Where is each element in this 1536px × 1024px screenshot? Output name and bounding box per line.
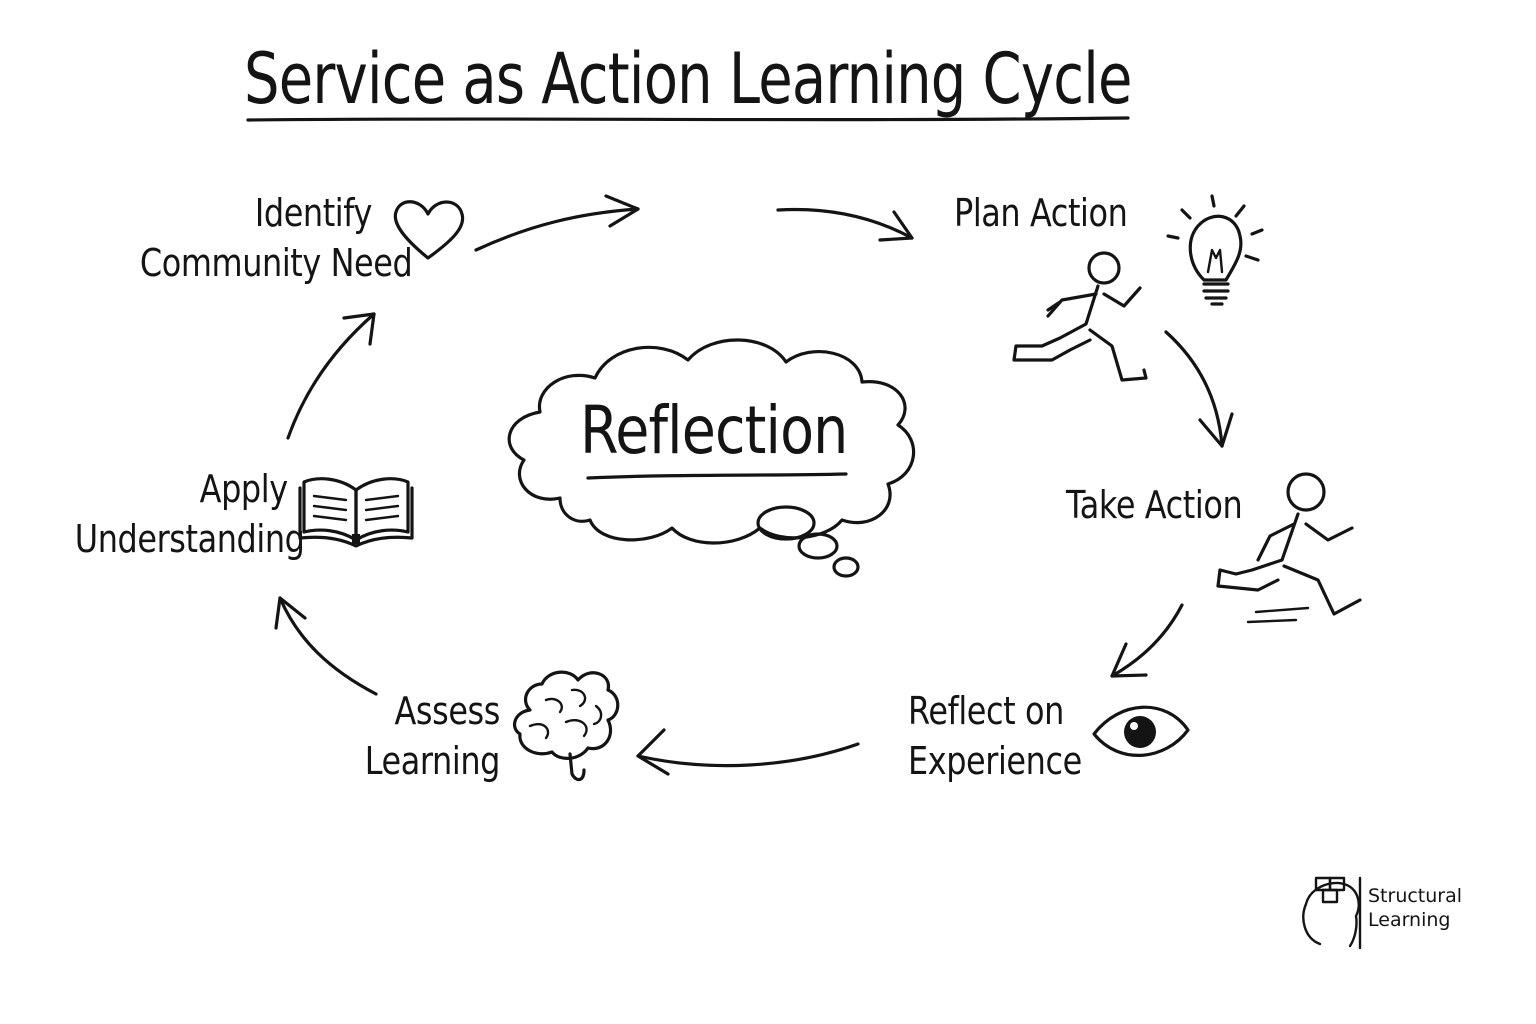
cycle-arrow-1 bbox=[474, 194, 640, 252]
stage-reflect-on-experience: Reflect on Experience bbox=[908, 686, 1082, 786]
title-underline bbox=[246, 116, 1130, 122]
stage-line: Experience bbox=[908, 739, 1082, 783]
running-person-icon bbox=[1216, 472, 1362, 624]
heart-icon bbox=[393, 200, 465, 260]
cycle-arrow-7 bbox=[286, 312, 376, 440]
stage-take-action: Take Action bbox=[1066, 480, 1243, 530]
cycle-arrow-2 bbox=[776, 207, 914, 242]
head-puzzle-logo-icon bbox=[1302, 876, 1362, 950]
lightbulb-icon bbox=[1166, 194, 1264, 306]
diagram-title: Service as Action Learning Cycle bbox=[244, 38, 1132, 120]
stage-identify-community-need: Identify Community Need bbox=[139, 188, 413, 288]
stage-apply-understanding: Apply Understanding bbox=[74, 464, 304, 564]
stage-line: Apply bbox=[199, 467, 288, 511]
brain-icon bbox=[512, 670, 620, 782]
stage-line: Take Action bbox=[1066, 483, 1243, 527]
center-label-reflection: Reflection bbox=[580, 392, 848, 469]
stage-line: Assess bbox=[394, 689, 501, 733]
open-book-icon bbox=[298, 477, 414, 548]
stage-line: Understanding bbox=[74, 517, 304, 561]
stage-plan-action: Plan Action bbox=[954, 188, 1128, 238]
running-person-icon-plan bbox=[1012, 251, 1148, 382]
cycle-arrow-3 bbox=[1164, 330, 1234, 448]
stage-line: Community Need bbox=[139, 241, 413, 285]
stage-assess-learning: Assess Learning bbox=[364, 686, 501, 786]
stage-line: Identify bbox=[254, 191, 373, 235]
brand-line: Learning bbox=[1368, 909, 1451, 931]
cycle-arrow-4 bbox=[1110, 603, 1184, 678]
thought-cloud-icon bbox=[507, 338, 916, 578]
brand-wordmark: Structural Learning bbox=[1368, 884, 1462, 932]
eye-icon bbox=[1092, 705, 1190, 757]
stage-line: Learning bbox=[364, 739, 501, 783]
cycle-arrow-6 bbox=[274, 596, 378, 696]
cycle-arrow-5 bbox=[636, 728, 860, 776]
stage-line: Reflect on bbox=[908, 689, 1064, 733]
brand-line: Structural bbox=[1368, 885, 1463, 907]
stage-line: Plan Action bbox=[954, 191, 1128, 235]
